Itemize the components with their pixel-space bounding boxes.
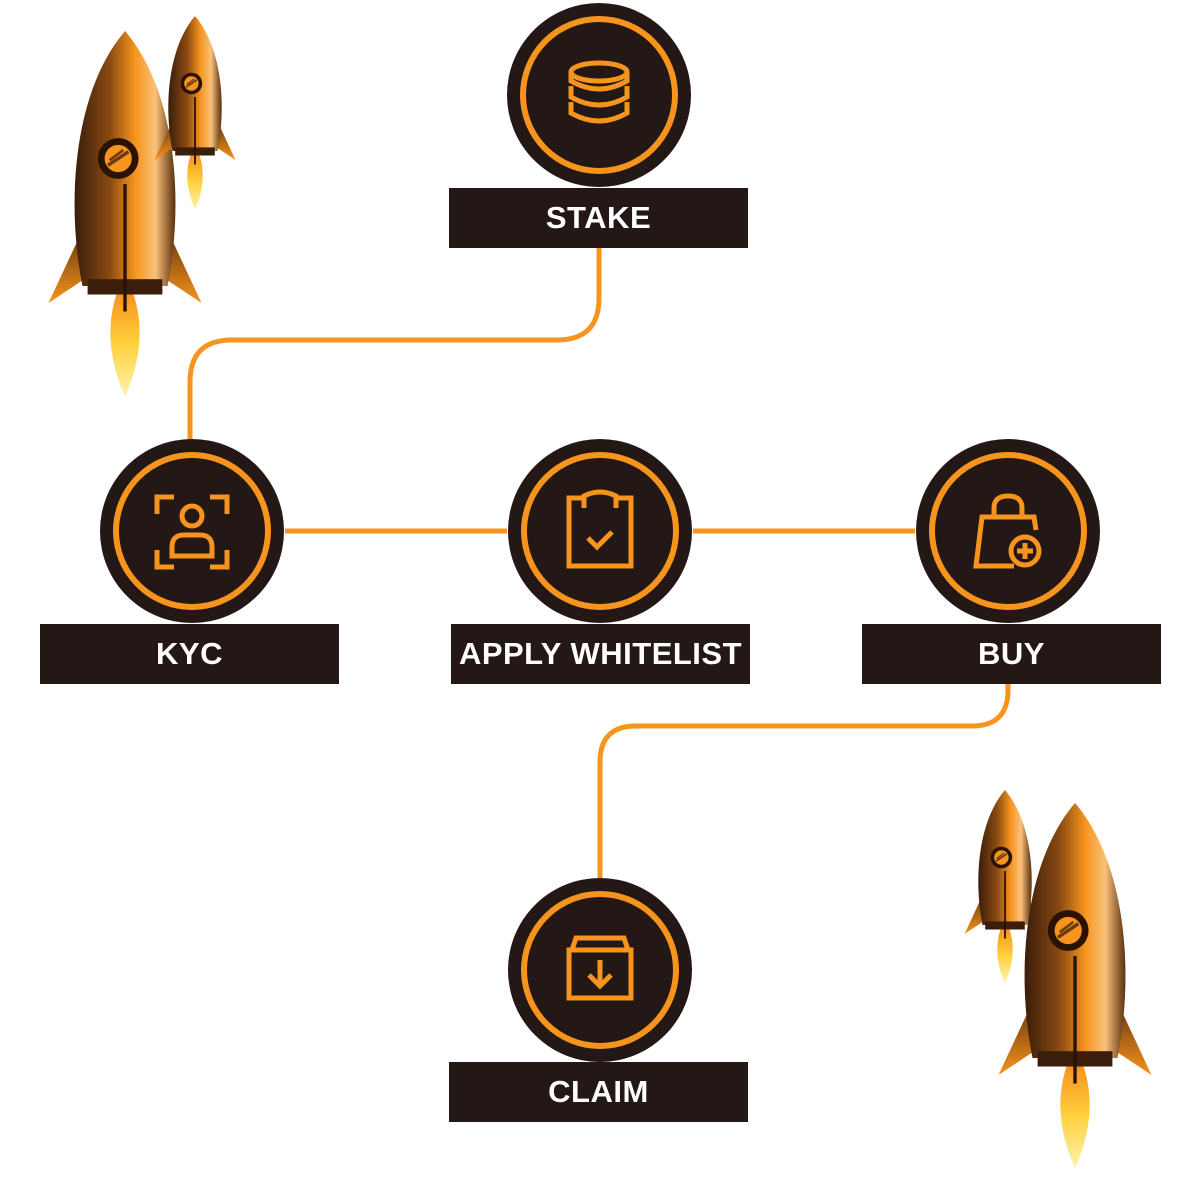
step-stake [507,3,691,187]
step-label-stake: STAKE [449,188,748,248]
connector-stake-kyc [187,248,602,440]
shopping-bag-add-icon [973,493,1042,569]
step-label-apply-whitelist: APPLY WHITELIST [451,624,750,684]
step-kyc [100,439,284,623]
step-label-buy: BUY [862,624,1161,684]
coin-stack-icon [568,60,630,124]
step-buy [916,439,1100,623]
face-scan-user-icon [154,494,230,570]
connector-buy-claim [597,684,1011,880]
step-apply-whitelist [508,439,692,623]
step-label-kyc: KYC [40,624,339,684]
box-download-icon [566,935,634,1001]
step-claim [508,878,692,1062]
step-label-claim: CLAIM [449,1062,748,1122]
connectors [187,248,1011,880]
clipboard-check-icon [566,489,634,569]
